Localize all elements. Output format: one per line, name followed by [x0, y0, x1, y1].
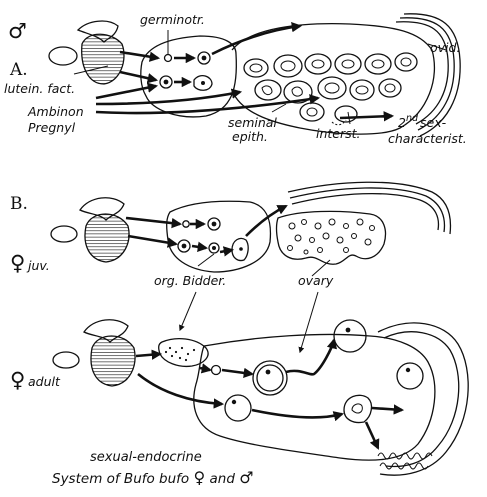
- panel-b-letter: B.: [10, 194, 28, 214]
- caption-line-1: sexual-endocrine: [90, 450, 202, 465]
- brain-outline: [49, 47, 77, 65]
- bidder-organ-juv: [167, 201, 271, 272]
- female-adult-symbol: ♀: [10, 368, 25, 392]
- bidder-dots: [165, 347, 195, 361]
- panel-a-letter: A.: [9, 60, 28, 80]
- bidder-pointer: [180, 292, 196, 330]
- male-symbol: ♂: [8, 19, 27, 43]
- label-org-bidder: org. Bidder.: [154, 273, 226, 288]
- corpus-luteum: [344, 395, 371, 422]
- label-epith: epith.: [232, 129, 268, 144]
- pituitary-gland: [82, 34, 124, 84]
- label-adult: adult: [28, 374, 61, 389]
- label-germinotr: germinotr.: [140, 12, 205, 27]
- female-juv-symbol: ♀: [10, 251, 25, 275]
- panel-a: ♂ A.: [4, 12, 467, 146]
- label-ovid: ovid.: [430, 40, 460, 55]
- oocyte-1: [253, 361, 287, 395]
- caption-line-2: System of Bufo bufo ♀ and ♂: [52, 468, 254, 487]
- label-ambinon: Ambinon: [27, 104, 84, 119]
- label-pregnyl: Pregnyl: [28, 120, 76, 135]
- label-seminal: seminal: [228, 115, 277, 130]
- label-characterist: characterist.: [388, 131, 467, 146]
- panel-b-juvenile: B. ♀: [10, 182, 450, 352]
- germinotr-cell: [165, 55, 172, 62]
- pituitary-juv: [85, 214, 129, 262]
- label-lutein-fact: lutein. fact.: [4, 81, 75, 96]
- pituitary-adult: [91, 336, 135, 386]
- oocyte-4: [225, 395, 251, 421]
- label-ovary: ovary: [298, 273, 334, 288]
- panel-a-arrows: [96, 26, 392, 125]
- bidder-leader: [198, 254, 214, 266]
- label-juv: juv.: [26, 258, 50, 273]
- label-interst: interst.: [316, 126, 361, 141]
- caption: sexual-endocrine System of Bufo bufo ♀ a…: [52, 450, 254, 487]
- seminal-epithelium: [244, 53, 417, 122]
- oocyte-3: [397, 363, 423, 389]
- ovary-oocytes: [288, 219, 375, 254]
- ovary-pointer: [300, 292, 318, 352]
- panel-b-adult: ♀ adult: [10, 320, 468, 475]
